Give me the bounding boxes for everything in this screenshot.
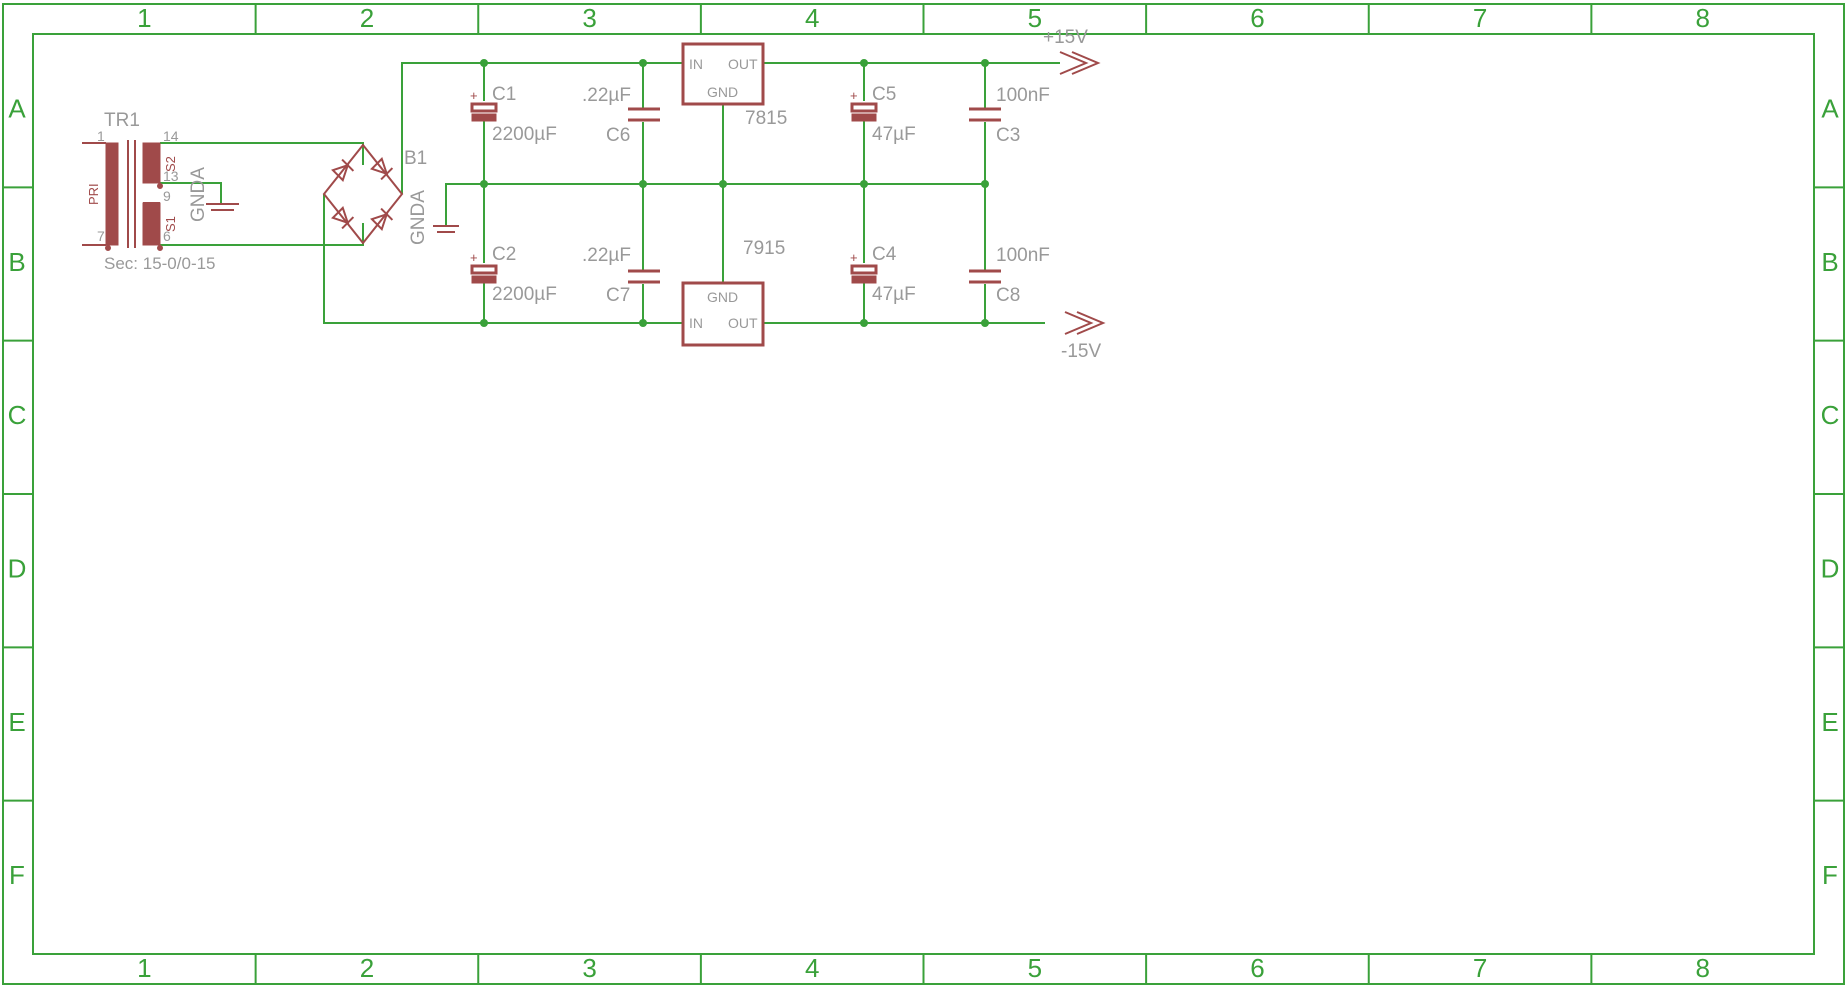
reg-7815-value: 7815 (745, 108, 787, 129)
c4-name: C4 (872, 244, 897, 265)
supply-negative-label: -15V (1061, 341, 1101, 362)
capacitor-c2[interactable]: + C2 2200µF (470, 244, 557, 305)
c3-name: C3 (996, 125, 1020, 146)
frame-grid-ticks (3, 4, 1844, 984)
frame-row-label-right: D (1821, 554, 1840, 584)
transformer-pin-13: 13 (163, 168, 179, 184)
frame-row-label-right: F (1822, 860, 1838, 890)
frame-row-label-right: E (1821, 707, 1838, 737)
c2-polarity: + (470, 250, 478, 265)
reg-7915-in-label: IN (689, 315, 703, 331)
frame-column-label-bottom: 3 (582, 953, 596, 983)
transformer-s1-label: S1 (163, 216, 178, 232)
frame-column-label-top: 2 (360, 3, 374, 33)
c5-polarity: + (850, 88, 858, 103)
c8-name: C8 (996, 285, 1020, 306)
c6-value: .22µF (582, 85, 631, 106)
c1-polarity: + (470, 88, 478, 103)
frame-column-label-top: 5 (1028, 3, 1042, 33)
c6-name: C6 (606, 125, 630, 146)
frame-column-label-top: 3 (582, 3, 596, 33)
c1-value: 2200µF (492, 124, 557, 145)
transformer-name: TR1 (104, 110, 140, 131)
frame-column-label-bottom: 4 (805, 953, 819, 983)
reg-7915-gnd-label: GND (707, 289, 738, 305)
transformer-pin-1: 1 (97, 128, 105, 144)
frame-row-label-left: A (8, 94, 26, 124)
frame-row-label-left: C (8, 400, 27, 430)
transformer-pin-9: 9 (163, 188, 171, 204)
c8-value: 100nF (996, 245, 1050, 266)
frame-row-label-left: F (9, 860, 25, 890)
frame-column-label-bottom: 5 (1028, 953, 1042, 983)
capacitor-c4[interactable]: + C4 47µF (850, 244, 916, 305)
c2-value: 2200µF (492, 284, 557, 305)
c3-value: 100nF (996, 85, 1050, 106)
frame-column-label-bottom: 8 (1695, 953, 1709, 983)
regulator-7815[interactable]: IN OUT GND 7815 (681, 42, 787, 129)
reg-7815-out-label: OUT (728, 56, 758, 72)
transformer-pri-label: PRI (86, 183, 101, 205)
bridge-name: B1 (404, 148, 427, 169)
transformer-s2-label: S2 (163, 156, 178, 172)
ground-symbol-left: GNDA (188, 167, 239, 222)
frame-row-label-right: C (1821, 400, 1840, 430)
frame-row-label-right: B (1821, 247, 1838, 277)
wire-junctions (480, 59, 989, 327)
capacitor-c7[interactable]: .22µF C7 (582, 245, 660, 306)
c7-value: .22µF (582, 245, 631, 266)
frame-column-label-top: 6 (1250, 3, 1264, 33)
transformer-value: Sec: 15-0/0-15 (104, 254, 216, 273)
ground-label-middle: GNDA (408, 190, 429, 245)
transformer-pin-7: 7 (97, 228, 105, 244)
c1-name: C1 (492, 84, 516, 105)
supply-negative[interactable]: -15V (1061, 311, 1106, 362)
ground-label-left: GNDA (188, 167, 209, 222)
c5-value: 47µF (872, 124, 916, 145)
reg-7815-in-label: IN (689, 56, 703, 72)
supply-positive-label: +15V (1043, 27, 1088, 48)
c7-name: C7 (606, 285, 630, 306)
transformer-tr1[interactable]: TR1 Sec: 15-0/0-15 PRI S1 S2 1 7 14 13 9… (82, 110, 216, 273)
wires (160, 62, 1060, 324)
reg-7915-out-label: OUT (728, 315, 758, 331)
frame-row-label-left: D (8, 554, 27, 584)
frame-row-label-left: B (8, 247, 25, 277)
frame-row-label-left: E (8, 707, 25, 737)
capacitor-c1[interactable]: + C1 2200µF (470, 84, 557, 145)
regulator-7915[interactable]: GND IN OUT 7915 (681, 238, 785, 347)
frame-column-label-bottom: 1 (137, 953, 151, 983)
supply-positive[interactable]: +15V (1043, 27, 1101, 75)
bridge-rectifier-b1[interactable]: B1 (322, 143, 427, 245)
c2-name: C2 (492, 244, 516, 265)
frame-column-label-bottom: 2 (360, 953, 374, 983)
frame-column-label-top: 7 (1473, 3, 1487, 33)
frame-column-label-bottom: 6 (1250, 953, 1264, 983)
frame-column-label-top: 1 (137, 3, 151, 33)
frame-column-label-top: 8 (1695, 3, 1709, 33)
c5-name: C5 (872, 84, 896, 105)
reg-7915-value: 7915 (743, 238, 785, 259)
reg-7815-gnd-label: GND (707, 84, 738, 100)
capacitor-c3[interactable]: 100nF C3 (969, 85, 1050, 146)
sheet-frame (2, 3, 1845, 985)
frame-column-label-bottom: 7 (1473, 953, 1487, 983)
frame-row-label-right: A (1821, 94, 1839, 124)
transformer-pin-6: 6 (163, 228, 171, 244)
c4-value: 47µF (872, 284, 916, 305)
ground-symbol-middle: GNDA (408, 190, 459, 245)
frame-column-label-top: 4 (805, 3, 819, 33)
c4-polarity: + (850, 250, 858, 265)
transformer-pin-14: 14 (163, 128, 179, 144)
capacitor-c6[interactable]: .22µF C6 (582, 85, 660, 146)
capacitor-c8[interactable]: 100nF C8 (969, 245, 1050, 306)
capacitor-c5[interactable]: + C5 47µF (850, 84, 916, 145)
